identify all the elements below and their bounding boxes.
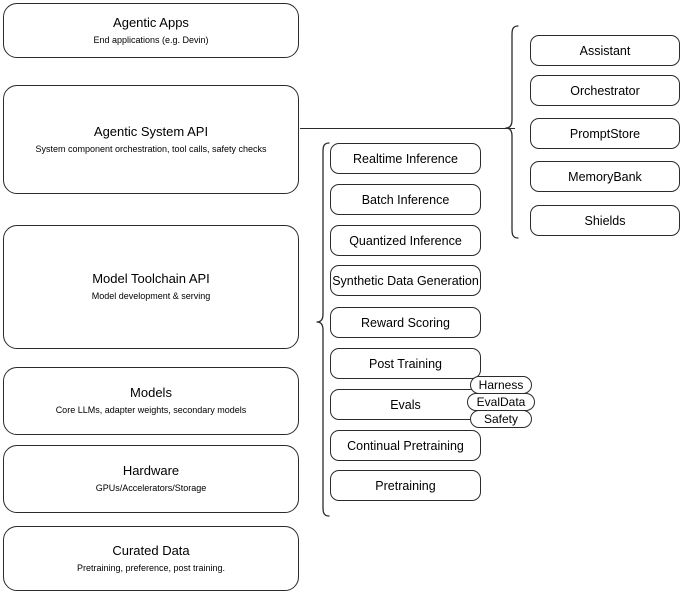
layer-box-models[interactable]: Models Core LLMs, adapter weights, secon…: [3, 367, 299, 435]
component-label: PromptStore: [569, 126, 641, 141]
layer-box-hardware[interactable]: Hardware GPUs/Accelerators/Storage: [3, 445, 299, 513]
component-label: Post Training: [369, 356, 442, 371]
component-box-orchestrator[interactable]: Orchestrator: [530, 75, 680, 106]
layer-subtitle: Model development & serving: [91, 291, 211, 301]
layer-title: Model Toolchain API: [92, 271, 210, 286]
component-box-evals[interactable]: Evals: [330, 389, 481, 420]
component-label: Realtime Inference: [353, 151, 458, 166]
layer-title: Models: [130, 385, 172, 400]
pill-harness[interactable]: Harness: [470, 376, 532, 394]
component-label: Reward Scoring: [361, 315, 450, 330]
pill-label: Harness: [478, 378, 524, 392]
layer-title: Curated Data: [112, 542, 190, 558]
component-box-realtime-inference[interactable]: Realtime Inference: [330, 143, 481, 174]
component-box-synthetic-data-generation[interactable]: Synthetic Data Generation: [330, 265, 481, 296]
layer-title: Agentic Apps: [113, 14, 189, 30]
agentic-components-brace-icon: [505, 25, 519, 239]
component-box-post-training[interactable]: Post Training: [330, 348, 481, 379]
component-box-quantized-inference[interactable]: Quantized Inference: [330, 225, 481, 256]
layer-box-agentic-system-api[interactable]: Agentic System API System component orch…: [3, 85, 299, 194]
component-label: Continual Pretraining: [347, 438, 464, 453]
layer-subtitle: Pretraining, preference, post training.: [76, 562, 226, 573]
layer-subtitle: End applications (e.g. Devin): [93, 34, 209, 45]
layer-title: Agentic System API: [93, 123, 209, 139]
component-label: Quantized Inference: [349, 233, 462, 248]
component-box-pretraining[interactable]: Pretraining: [330, 470, 481, 501]
component-box-memorybank[interactable]: MemoryBank: [530, 161, 680, 192]
pill-label: Safety: [483, 412, 519, 426]
component-box-promptstore[interactable]: PromptStore: [530, 118, 680, 149]
layer-subtitle: Core LLMs, adapter weights, secondary mo…: [55, 405, 247, 415]
model-toolchain-brace-icon: [316, 142, 330, 517]
pill-evaldata[interactable]: EvalData: [467, 393, 535, 411]
layer-subtitle: GPUs/Accelerators/Storage: [95, 483, 207, 493]
component-label: Orchestrator: [570, 83, 640, 98]
component-label: Pretraining: [375, 478, 436, 493]
component-box-continual-pretraining[interactable]: Continual Pretraining: [330, 430, 481, 461]
component-label: Evals: [390, 397, 421, 412]
layer-box-agentic-apps[interactable]: Agentic Apps End applications (e.g. Devi…: [3, 3, 299, 58]
component-label: Batch Inference: [361, 192, 450, 207]
component-label: MemoryBank: [568, 169, 642, 184]
component-label: Assistant: [579, 43, 631, 58]
layer-box-curated-data[interactable]: Curated Data Pretraining, preference, po…: [3, 526, 299, 591]
component-box-reward-scoring[interactable]: Reward Scoring: [330, 307, 481, 338]
connector-agentic-system-to-components: [300, 128, 515, 130]
layer-title: Hardware: [122, 463, 180, 478]
component-box-shields[interactable]: Shields: [530, 205, 680, 236]
layer-box-model-toolchain-api[interactable]: Model Toolchain API Model development & …: [3, 225, 299, 349]
component-label: Synthetic Data Generation: [332, 273, 479, 288]
layer-subtitle: System component orchestration, tool cal…: [35, 143, 267, 154]
component-box-assistant[interactable]: Assistant: [530, 35, 680, 66]
pill-safety[interactable]: Safety: [470, 410, 532, 428]
pill-label: EvalData: [476, 395, 526, 409]
component-box-batch-inference[interactable]: Batch Inference: [330, 184, 481, 215]
component-label: Shields: [584, 213, 626, 228]
